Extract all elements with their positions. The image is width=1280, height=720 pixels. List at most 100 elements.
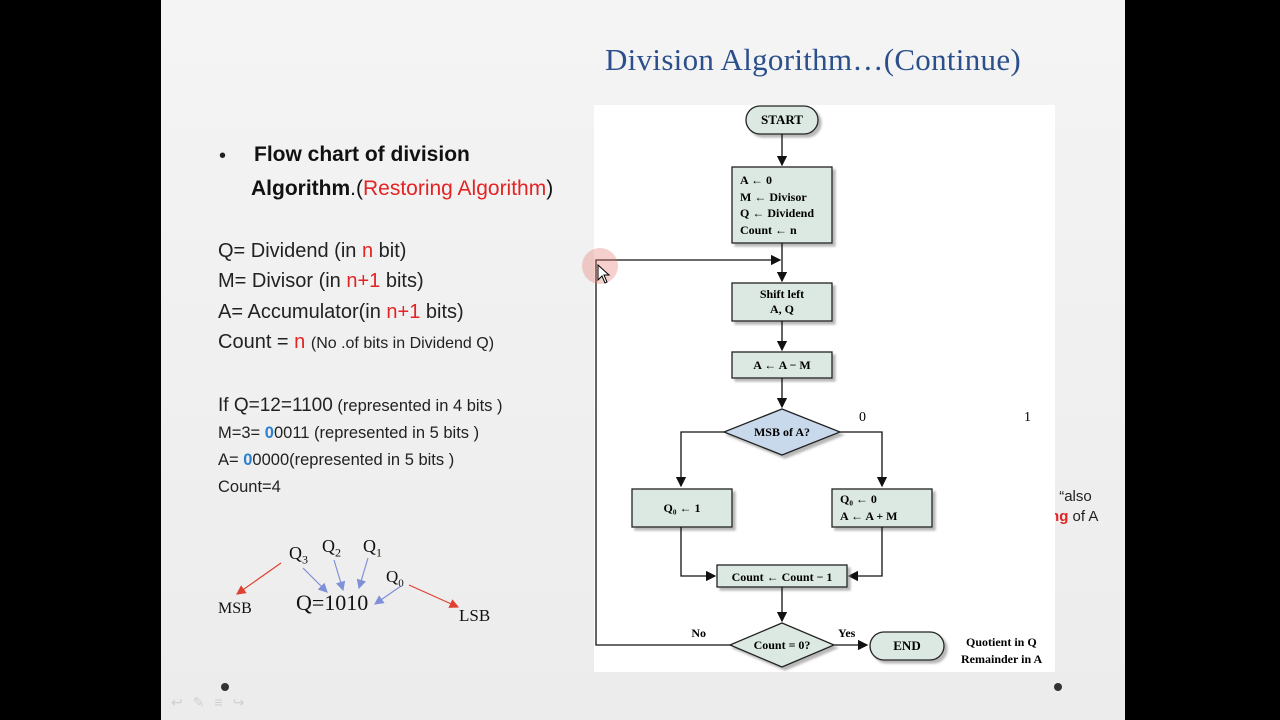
subtract-label: A ← A − M	[753, 358, 811, 372]
shift-box	[731, 282, 833, 322]
def-text: bit)	[373, 240, 407, 262]
def-var: n+1	[386, 301, 421, 323]
q-letter: Q	[386, 567, 399, 586]
subtract-box	[731, 351, 833, 379]
branch-0-label: 0	[859, 410, 866, 425]
example-line-1: If Q=12=1100 (represented in 4 bits )	[218, 395, 502, 417]
def-text: M= Divisor (in	[218, 270, 347, 292]
note-text-part: of A	[1068, 508, 1099, 525]
definition-m: M= Divisor (in n+1 bits)	[218, 270, 424, 293]
restore-line: A ← A + M	[840, 509, 898, 523]
msb-decision	[722, 408, 842, 456]
q-sub: 0	[398, 577, 404, 590]
bullet-algorithm-word: Algorithm	[251, 177, 351, 200]
init-line: A ← 0	[740, 173, 772, 187]
count-decrement-label: Count ← Count − 1	[732, 570, 833, 584]
q0-label: Q0	[386, 567, 404, 589]
bullet-close-paren: )	[546, 177, 554, 200]
slide-dot-right	[1054, 683, 1062, 691]
forward-icon[interactable]: ↪	[232, 694, 255, 710]
back-icon[interactable]: ↩	[171, 694, 193, 710]
def-text: bits)	[380, 270, 424, 292]
example-line-4: Count=4	[218, 478, 281, 496]
q-value: Q=1010	[296, 590, 369, 615]
restore-line: Q₀ ← 0	[840, 492, 877, 506]
end-label: END	[893, 638, 920, 653]
example-text: (represented in 4 bits )	[332, 397, 503, 415]
slide-title: Division Algorithm…(Continue)	[605, 42, 1021, 77]
example-q-value: If Q=12=1100	[218, 395, 333, 416]
flow-line	[680, 527, 717, 582]
bullet-dot-paren: .(	[350, 177, 363, 200]
shift-line: A, Q	[770, 302, 794, 316]
q0-set-label: Q₀ ← 1	[664, 501, 701, 515]
def-text: Q= Dividend (in	[218, 240, 362, 262]
end-terminal	[869, 631, 945, 661]
lsb-label: LSB	[459, 606, 491, 625]
def-text: A= Accumulator(in	[218, 301, 387, 323]
example-sign-bit: 0	[243, 451, 253, 469]
example-text: A=	[218, 451, 244, 469]
def-var: n+1	[346, 270, 381, 292]
msb-arrow	[236, 562, 282, 595]
q1-label: Q1	[363, 536, 382, 561]
init-line: Q ← Dividend	[740, 206, 814, 220]
flowchart: START A ← 0 M ← Divisor Q ← Dividend Cou…	[595, 105, 1042, 668]
def-text: bits)	[420, 301, 464, 323]
definition-a: A= Accumulator(in n+1 bits)	[218, 301, 464, 324]
q-sub: 1	[376, 545, 382, 560]
q3-label: Q3	[289, 543, 308, 568]
example-text: M=3=	[218, 424, 265, 442]
lsb-arrow	[408, 584, 460, 608]
init-line: M ← Divisor	[740, 190, 807, 204]
q0-set-box	[631, 488, 733, 528]
init-line: Count ← n	[740, 223, 797, 237]
def-note: (No .of bits in Dividend Q)	[310, 335, 495, 352]
def-text: Count =	[218, 331, 295, 353]
init-box	[731, 166, 833, 244]
slide: Division Algorithm…(Continue) • Flow cha…	[161, 0, 1125, 720]
bullet-line-2: Algorithm.(Restoring Algorithm)	[251, 177, 553, 201]
mouse-cursor-icon	[597, 264, 611, 284]
count-check-label: Count = 0?	[754, 638, 811, 652]
count-decision	[728, 622, 836, 668]
yes-label: Yes	[838, 626, 856, 640]
branch-1-label: 1	[1024, 410, 1031, 425]
q-sub: 2	[335, 545, 341, 560]
q2-arrow	[333, 559, 346, 592]
q-letter: Q	[363, 536, 376, 556]
q-letter: Q	[322, 536, 335, 556]
slide-dot-left	[221, 683, 229, 691]
example-sign-bit: 0	[264, 424, 274, 442]
q0-arrow	[374, 585, 402, 605]
shift-line: Shift left	[760, 287, 804, 301]
menu-icon[interactable]: ≡	[214, 694, 233, 710]
bullet-restoring: Restoring Algorithm	[362, 177, 547, 200]
definition-count: Count = n (No .of bits in Dividend Q)	[218, 331, 494, 354]
result-line: Remainder in A	[961, 652, 1042, 666]
example-text: 0011 (represented in 5 bits )	[273, 424, 480, 442]
bullet-line-1: Flow chart of division	[254, 143, 470, 166]
q-bits-arrows	[236, 557, 460, 608]
example-line-3: A= 00000(represented in 5 bits )	[218, 451, 454, 470]
q-letter: Q	[289, 543, 302, 563]
flow-line	[847, 527, 883, 582]
bullet-marker: •	[219, 145, 227, 167]
q-sub: 3	[302, 552, 308, 567]
restore-box	[831, 488, 933, 528]
no-label: No	[691, 626, 706, 640]
flow-line	[840, 431, 888, 488]
result-line: Quotient in Q	[966, 635, 1037, 649]
msb-label: MSB	[218, 600, 252, 617]
loop-back-line	[595, 254, 782, 646]
q1-arrow	[356, 557, 369, 590]
flow-line	[675, 431, 724, 488]
flowchart-image: START A ← 0 M ← Divisor Q ← Dividend Cou…	[594, 105, 1055, 672]
decision-label: MSB of A?	[754, 425, 810, 439]
pen-icon[interactable]: ✎	[192, 694, 215, 710]
q3-arrow	[302, 567, 328, 593]
example-line-2: M=3= 00011 (represented in 5 bits )	[218, 424, 479, 443]
definition-q: Q= Dividend (in n bit)	[218, 240, 406, 263]
slide-nav-controls: ↩✎≡↪	[171, 694, 254, 711]
def-var: n	[294, 331, 306, 353]
